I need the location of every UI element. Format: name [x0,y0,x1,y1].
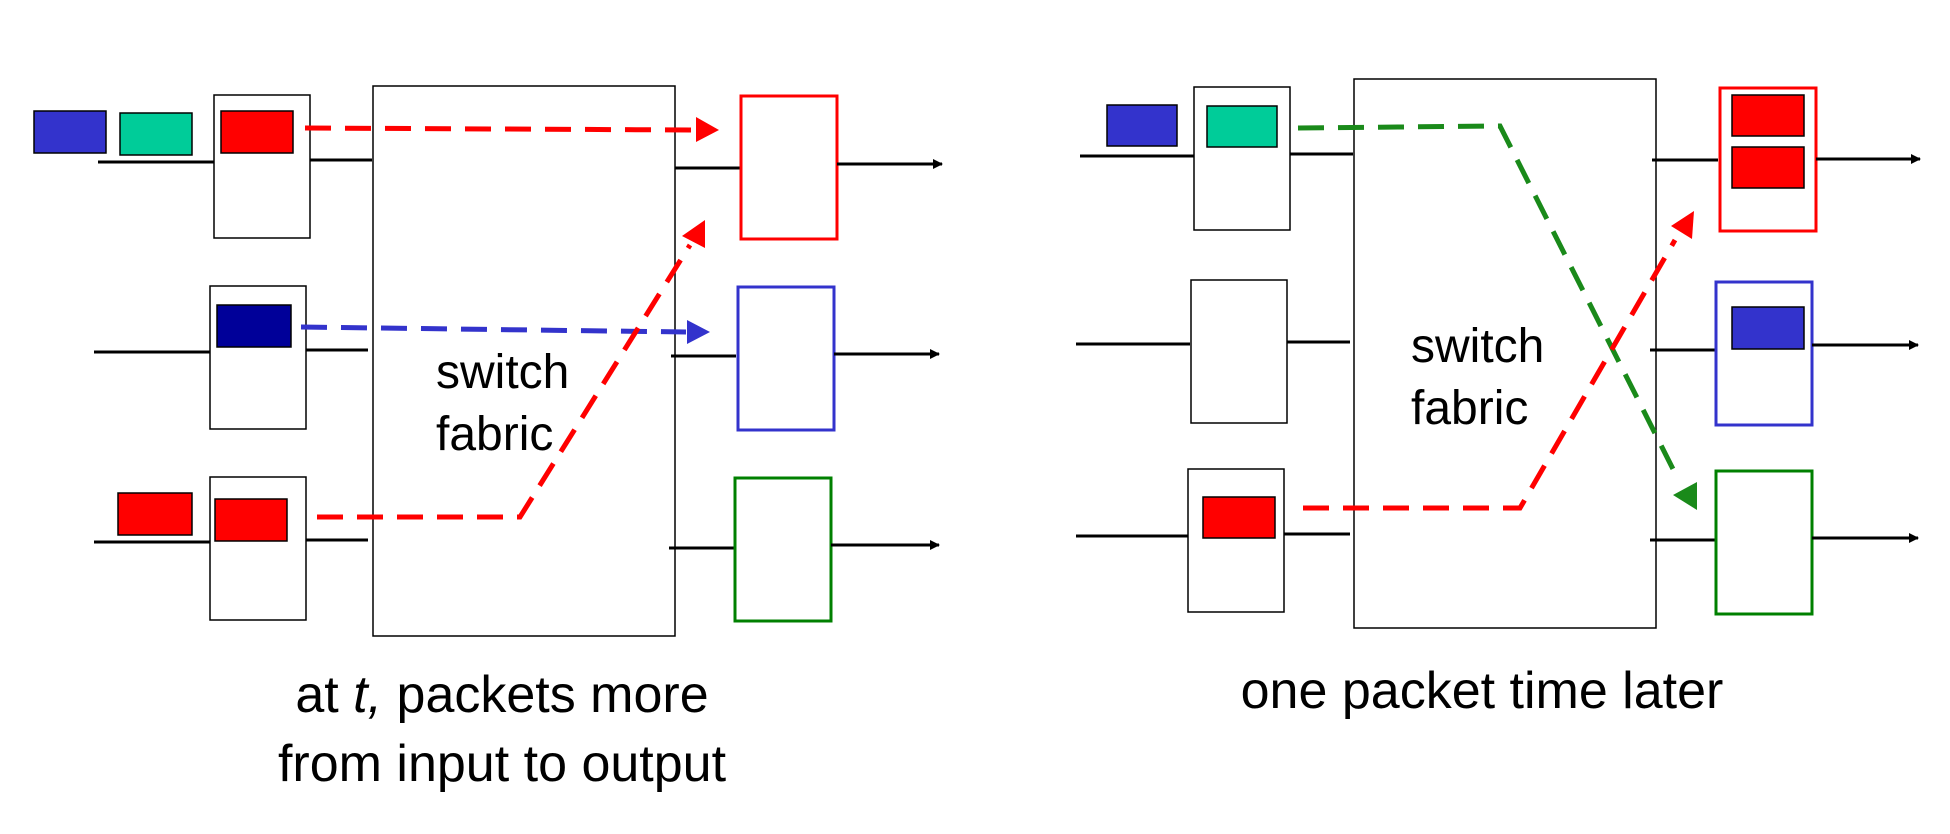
switch-fabric [372,85,676,637]
output-port-green [733,476,833,623]
r-fabric-label-line1: switch [1411,320,1544,373]
r-packet-blue-queued [1106,104,1178,147]
right-panel: switch fabric one packet time later [1076,78,1921,720]
path-blue-middle [300,324,687,335]
path-red-top [304,125,696,133]
right-caption: one packet time later [1241,662,1724,720]
r-input-port-2 [1190,279,1288,424]
r-packet-blue-out [1731,306,1805,350]
r-packet-red-out-2 [1731,146,1805,189]
r-path-red [1303,238,1678,511]
path-red-top-head [696,117,719,142]
r-path-red-head [1671,211,1694,239]
r-output-port-green [1714,469,1814,616]
path-red-bottom-head [682,220,705,248]
output-port-red [739,94,839,241]
path-red-bottom [317,243,693,520]
left-caption-line1: at t, packets more [295,666,708,724]
left-caption-line2: from input to output [278,735,727,793]
r-switch-fabric [1353,78,1657,629]
r-path-green-head [1673,482,1697,510]
r-packet-red-head-3 [1202,496,1276,539]
r-output-port-blue [1714,280,1814,427]
packet-darkblue-head [216,304,292,348]
fabric-label-line1: switch [436,346,569,399]
fabric-label-line2: fabric [436,408,553,461]
r-input-port-3 [1187,468,1285,613]
r-packet-red-out-1 [1731,94,1805,137]
left-panel: switch fabric at t, packets more from in… [33,85,943,793]
r-packet-teal-head [1206,105,1278,148]
packet-blue-queued [33,110,107,154]
packet-red-head-1 [220,110,294,154]
packet-red-head-3 [214,498,288,542]
output-port-blue [736,285,836,432]
r-fabric-label-line2: fabric [1411,382,1528,435]
path-blue-middle-head [687,320,710,344]
packet-red-queued [117,492,193,536]
packet-teal-queued [119,112,193,156]
r-path-green [1297,123,1679,477]
